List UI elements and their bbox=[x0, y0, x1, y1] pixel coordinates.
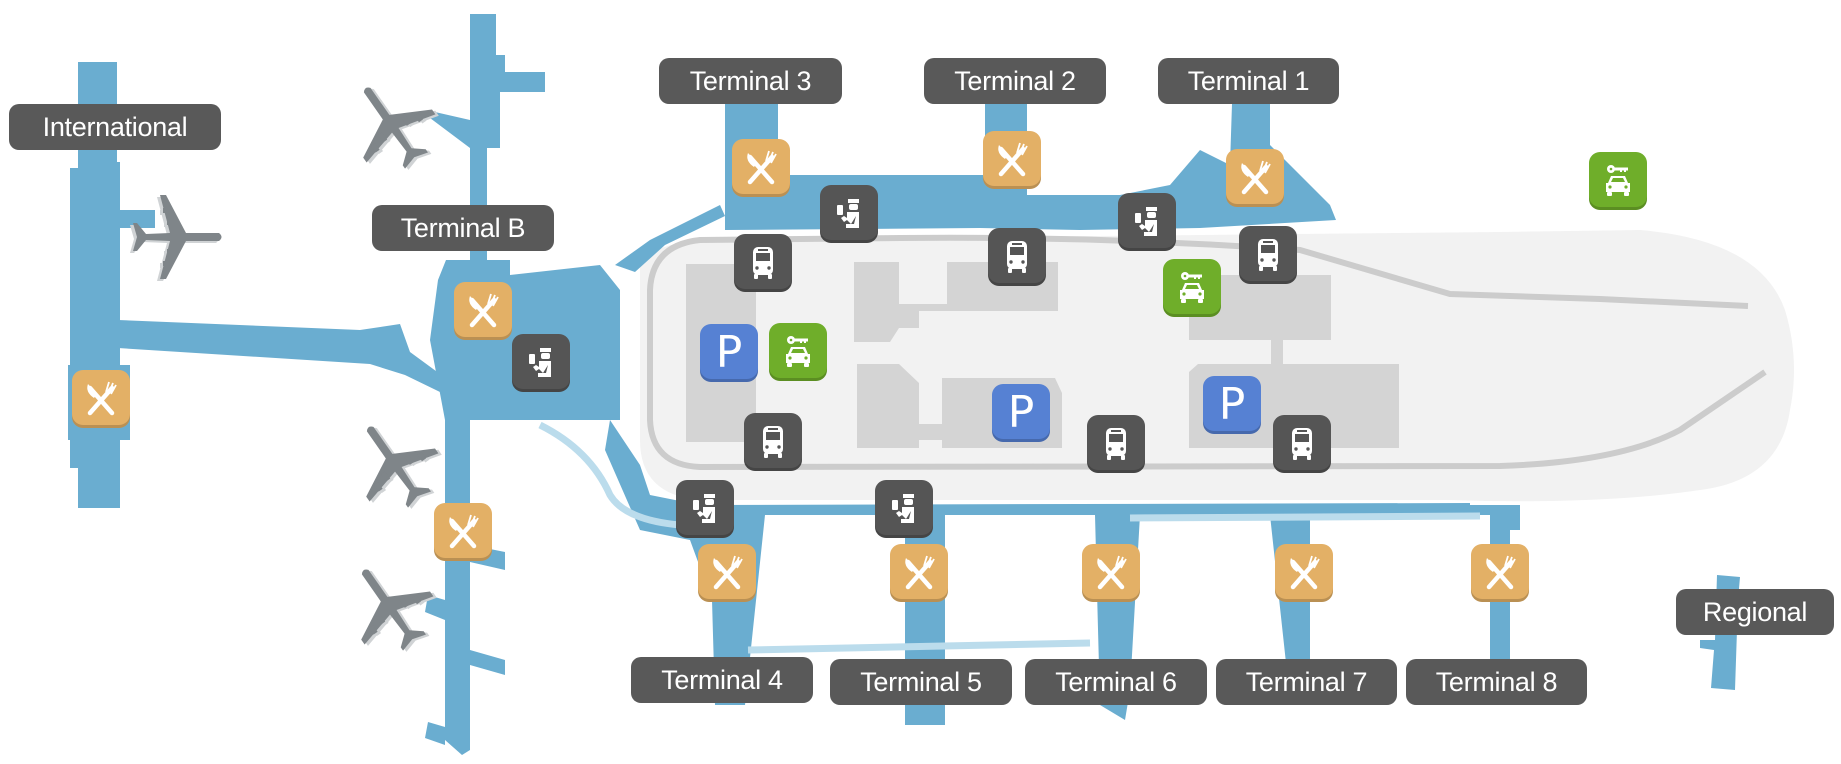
bus-icon bbox=[743, 243, 783, 283]
car-rental-icon bbox=[1598, 161, 1638, 201]
planes-layer bbox=[130, 87, 442, 652]
security-officer-icon bbox=[521, 343, 561, 383]
bus-poi[interactable] bbox=[988, 228, 1046, 286]
airplane-icon bbox=[130, 195, 222, 281]
fork-knife-icon bbox=[1284, 553, 1324, 593]
bus-poi[interactable] bbox=[734, 234, 792, 292]
fork-knife-icon bbox=[443, 512, 483, 552]
food-poi[interactable] bbox=[1082, 544, 1140, 602]
bus-icon bbox=[1096, 424, 1136, 464]
label-terminal-5[interactable]: Terminal 5 bbox=[830, 659, 1012, 705]
food-poi[interactable] bbox=[732, 139, 790, 197]
food-poi[interactable] bbox=[1275, 544, 1333, 602]
rental-poi[interactable] bbox=[1163, 259, 1221, 317]
food-poi[interactable] bbox=[72, 370, 130, 428]
food-poi[interactable] bbox=[1226, 149, 1284, 207]
label-terminal-4[interactable]: Terminal 4 bbox=[631, 657, 813, 703]
fork-knife-icon bbox=[1235, 158, 1275, 198]
label-terminal-7[interactable]: Terminal 7 bbox=[1216, 659, 1397, 705]
label-text: Terminal 5 bbox=[860, 667, 982, 697]
car-rental-icon bbox=[1172, 268, 1212, 308]
security-officer-icon bbox=[685, 489, 725, 529]
security-officer-icon bbox=[1127, 202, 1167, 242]
airplane-icon bbox=[363, 87, 439, 170]
airplane-icon bbox=[361, 569, 437, 652]
parking-icon: P bbox=[715, 327, 743, 378]
fork-knife-icon bbox=[899, 553, 939, 593]
fork-knife-icon bbox=[1480, 553, 1520, 593]
fork-knife-icon bbox=[1091, 553, 1131, 593]
label-text: Regional bbox=[1702, 597, 1808, 627]
security-officer-icon bbox=[829, 194, 869, 234]
parking-icon: P bbox=[1218, 379, 1246, 430]
bus-poi[interactable] bbox=[744, 413, 802, 471]
label-text: International bbox=[42, 112, 188, 142]
parking-icon: P bbox=[1007, 387, 1035, 438]
food-poi[interactable] bbox=[698, 544, 756, 602]
fork-knife-icon bbox=[741, 148, 781, 188]
label-text: Terminal 1 bbox=[1187, 66, 1310, 96]
security-officer-icon bbox=[884, 489, 924, 529]
security-poi[interactable] bbox=[1118, 193, 1176, 251]
food-poi[interactable] bbox=[454, 282, 512, 340]
label-terminal-2[interactable]: Terminal 2 bbox=[924, 58, 1106, 104]
parking-poi[interactable]: P bbox=[700, 324, 758, 382]
rental-poi[interactable] bbox=[769, 323, 827, 381]
fork-knife-icon bbox=[81, 379, 121, 419]
bus-icon bbox=[1282, 424, 1322, 464]
label-text: Terminal 2 bbox=[954, 66, 1076, 96]
security-poi[interactable] bbox=[512, 334, 570, 392]
road-loop bbox=[647, 234, 1767, 471]
food-poi[interactable] bbox=[1471, 544, 1529, 602]
label-text: Terminal 6 bbox=[1055, 667, 1177, 697]
walkways bbox=[538, 421, 1481, 654]
car-rental-icon bbox=[778, 332, 818, 372]
food-poi[interactable] bbox=[434, 503, 492, 561]
fork-knife-icon bbox=[463, 291, 503, 331]
label-terminal-3[interactable]: Terminal 3 bbox=[659, 58, 842, 104]
security-poi[interactable] bbox=[676, 480, 734, 538]
food-poi[interactable] bbox=[983, 131, 1041, 189]
label-terminal-8[interactable]: Terminal 8 bbox=[1406, 659, 1587, 705]
bus-poi[interactable] bbox=[1087, 415, 1145, 473]
label-text: Terminal 3 bbox=[689, 66, 812, 96]
parking-poi[interactable]: P bbox=[1203, 376, 1261, 434]
security-poi[interactable] bbox=[875, 480, 933, 538]
bus-icon bbox=[1248, 235, 1288, 275]
bus-icon bbox=[997, 237, 1037, 277]
fork-knife-icon bbox=[707, 553, 747, 593]
label-text: Terminal 8 bbox=[1435, 667, 1558, 697]
bus-icon bbox=[753, 422, 793, 462]
label-text: Terminal B bbox=[400, 213, 526, 243]
label-regional[interactable]: Regional bbox=[1676, 589, 1834, 635]
label-terminal-6[interactable]: Terminal 6 bbox=[1025, 659, 1207, 705]
label-terminal-1[interactable]: Terminal 1 bbox=[1158, 58, 1339, 104]
parking-poi[interactable]: P bbox=[992, 384, 1050, 442]
bus-poi[interactable] bbox=[1273, 415, 1331, 473]
security-poi[interactable] bbox=[820, 185, 878, 243]
bus-poi[interactable] bbox=[1239, 226, 1297, 284]
fork-knife-icon bbox=[992, 140, 1032, 180]
food-poi[interactable] bbox=[890, 544, 948, 602]
label-terminal-b[interactable]: Terminal B bbox=[372, 205, 554, 251]
airplane-icon bbox=[366, 426, 442, 509]
label-international[interactable]: International bbox=[9, 104, 221, 150]
label-text: Terminal 4 bbox=[661, 665, 783, 695]
label-text: Terminal 7 bbox=[1245, 667, 1368, 697]
rental-poi[interactable] bbox=[1589, 152, 1647, 210]
